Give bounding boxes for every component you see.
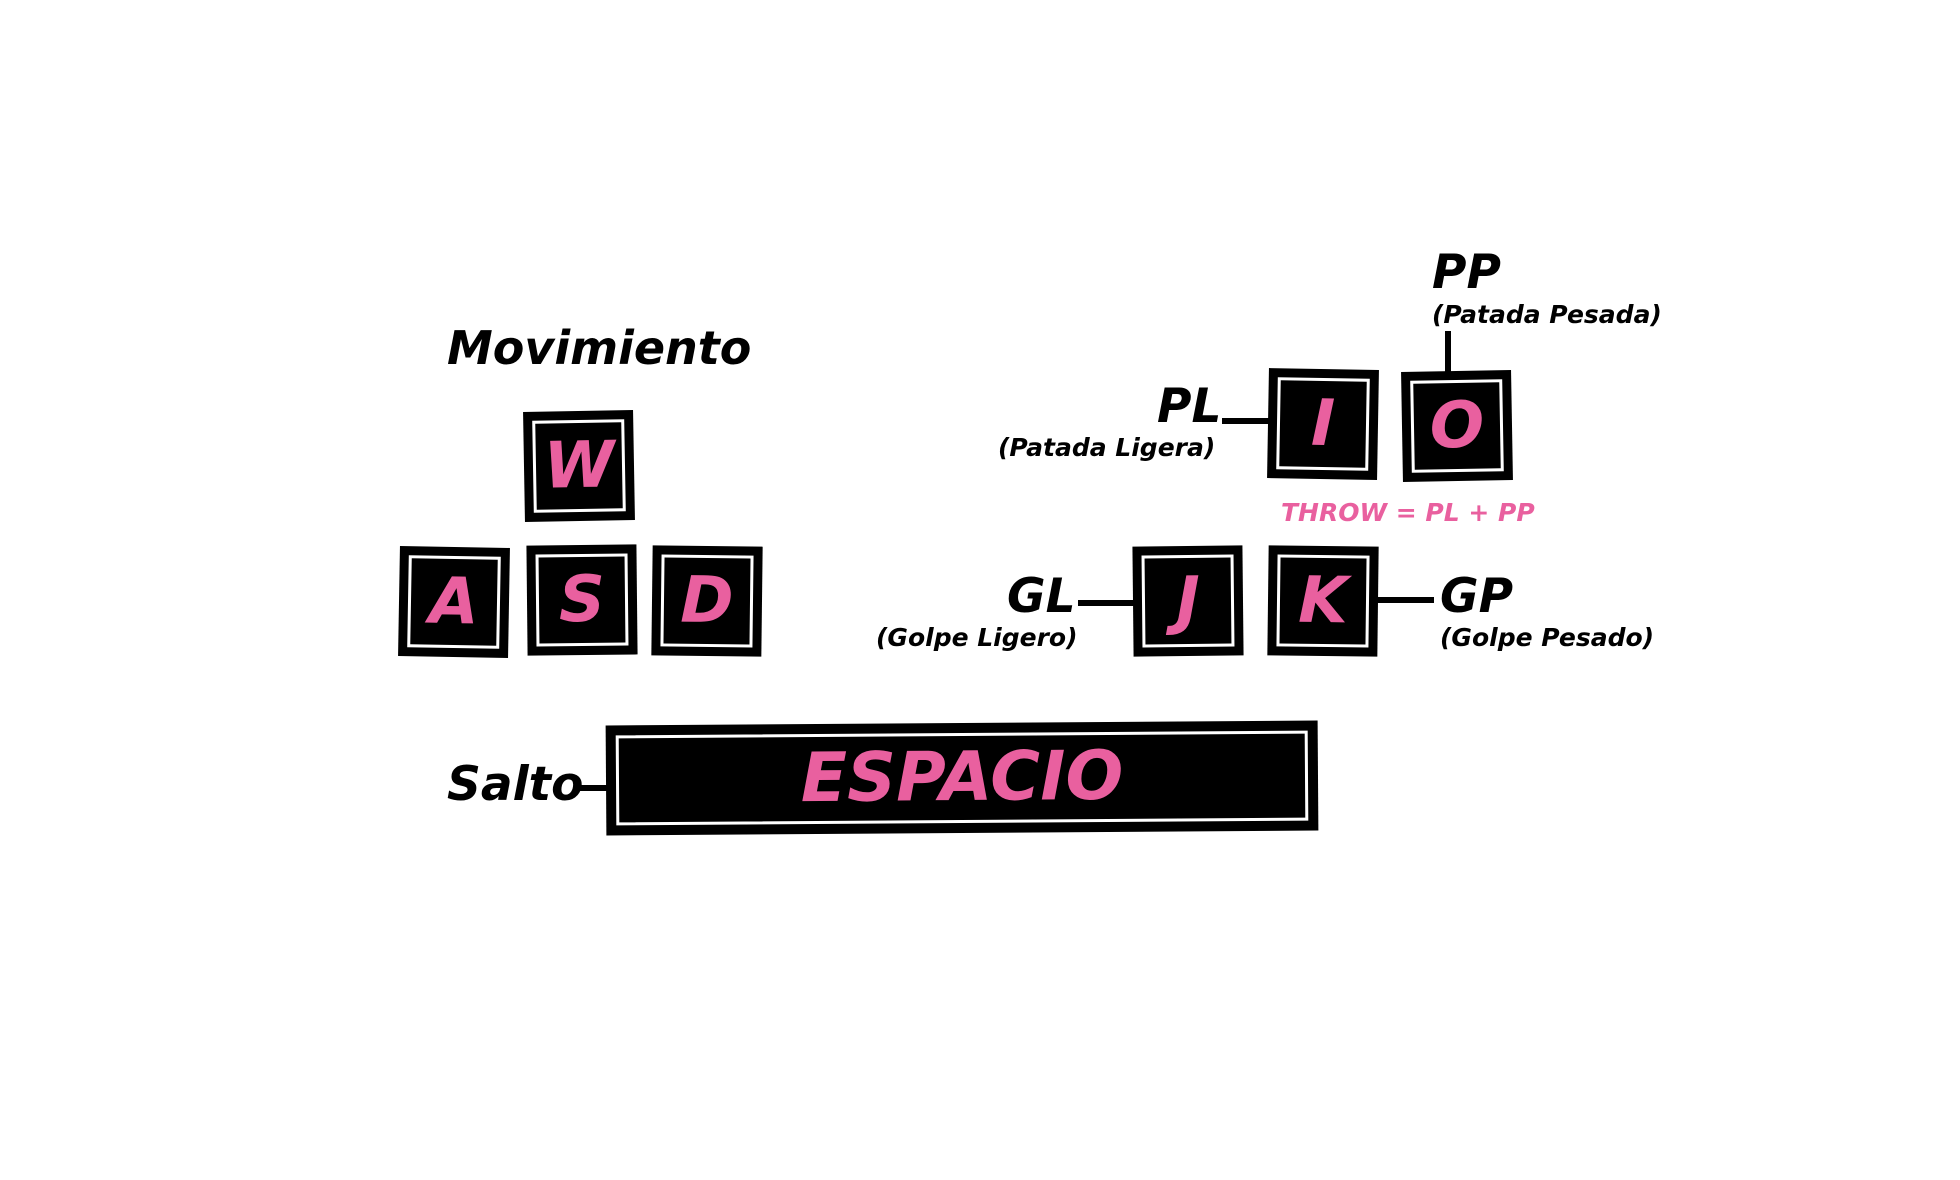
key-k[interactable]: K <box>1267 545 1379 657</box>
key-d-letter: D <box>679 563 735 639</box>
key-w-letter: W <box>543 428 615 504</box>
gp-label: GP <box>1440 569 1514 624</box>
pp-label: PP <box>1432 245 1501 300</box>
key-d[interactable]: D <box>651 545 763 657</box>
jump-connector-line <box>578 785 608 791</box>
pp-sublabel: (Patada Pesada) <box>1432 300 1662 329</box>
key-i[interactable]: I <box>1267 368 1379 480</box>
key-s[interactable]: S <box>526 544 638 656</box>
key-a-letter: A <box>428 564 480 640</box>
key-a[interactable]: A <box>398 546 510 658</box>
gl-connector-line <box>1078 600 1134 606</box>
key-o-letter: O <box>1429 388 1485 464</box>
key-j-letter: J <box>1175 563 1201 639</box>
pl-sublabel: (Patada Ligera) <box>998 433 1216 462</box>
jump-label: Salto <box>447 757 584 812</box>
key-space-label: ESPACIO <box>800 736 1124 819</box>
key-i-letter: I <box>1310 386 1336 462</box>
movement-heading: Movimiento <box>447 321 752 375</box>
key-j[interactable]: J <box>1132 545 1244 657</box>
pl-connector-line <box>1222 418 1270 424</box>
key-o[interactable]: O <box>1401 370 1513 482</box>
pp-connector-line <box>1445 331 1451 372</box>
key-s-letter: S <box>558 562 606 638</box>
gl-label: GL <box>1007 569 1076 624</box>
throw-combo-text: THROW = PL + PP <box>1281 498 1535 527</box>
gp-connector-line <box>1376 597 1434 603</box>
pl-label: PL <box>1157 379 1222 434</box>
gl-sublabel: (Golpe Ligero) <box>876 623 1078 652</box>
key-space[interactable]: ESPACIO <box>605 720 1319 836</box>
key-k-letter: K <box>1297 563 1349 639</box>
gp-sublabel: (Golpe Pesado) <box>1440 623 1655 652</box>
key-w[interactable]: W <box>523 410 635 522</box>
